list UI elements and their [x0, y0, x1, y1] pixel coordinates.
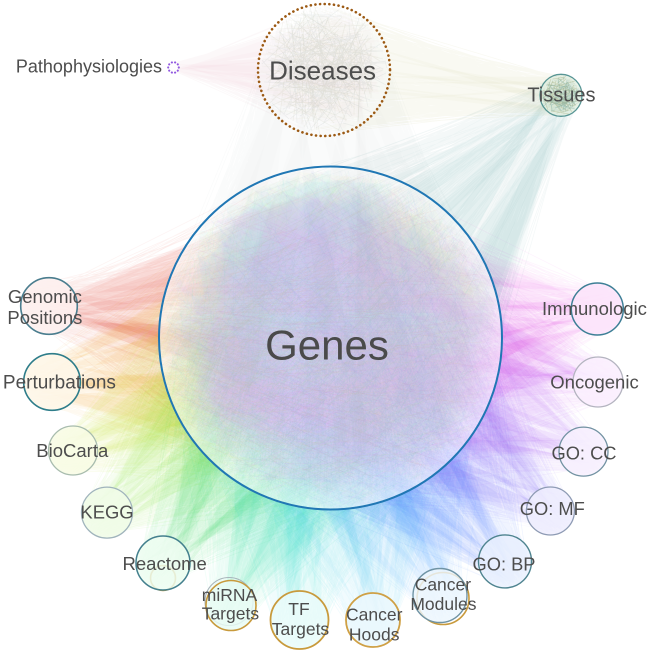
svg-text:Modules: Modules [410, 594, 476, 614]
svg-text:Oncogenic: Oncogenic [550, 371, 638, 392]
svg-text:miRNA: miRNA [202, 585, 258, 605]
svg-text:Diseases: Diseases [269, 56, 376, 86]
svg-text:Cancer: Cancer [415, 575, 472, 595]
svg-text:GO: MF: GO: MF [520, 498, 585, 519]
svg-text:TF: TF [288, 599, 309, 619]
svg-text:Immunologic: Immunologic [542, 298, 647, 319]
svg-text:BioCarta: BioCarta [36, 440, 109, 461]
svg-text:KEGG: KEGG [80, 502, 133, 523]
svg-text:Perturbations: Perturbations [3, 372, 116, 393]
svg-text:Cancer: Cancer [346, 605, 403, 625]
svg-text:GO: BP: GO: BP [473, 553, 536, 574]
svg-text:Tissues: Tissues [527, 84, 595, 106]
svg-text:Targets: Targets [202, 603, 260, 623]
svg-text:Hoods: Hoods [349, 624, 400, 644]
svg-text:Reactome: Reactome [123, 553, 207, 574]
svg-text:GO: CC: GO: CC [551, 443, 616, 464]
svg-text:Genomic: Genomic [8, 286, 82, 307]
svg-text:Targets: Targets [272, 619, 330, 639]
svg-text:Genes: Genes [265, 322, 389, 369]
svg-text:Positions: Positions [7, 307, 82, 328]
svg-text:Pathophysiologies: Pathophysiologies [16, 56, 162, 76]
